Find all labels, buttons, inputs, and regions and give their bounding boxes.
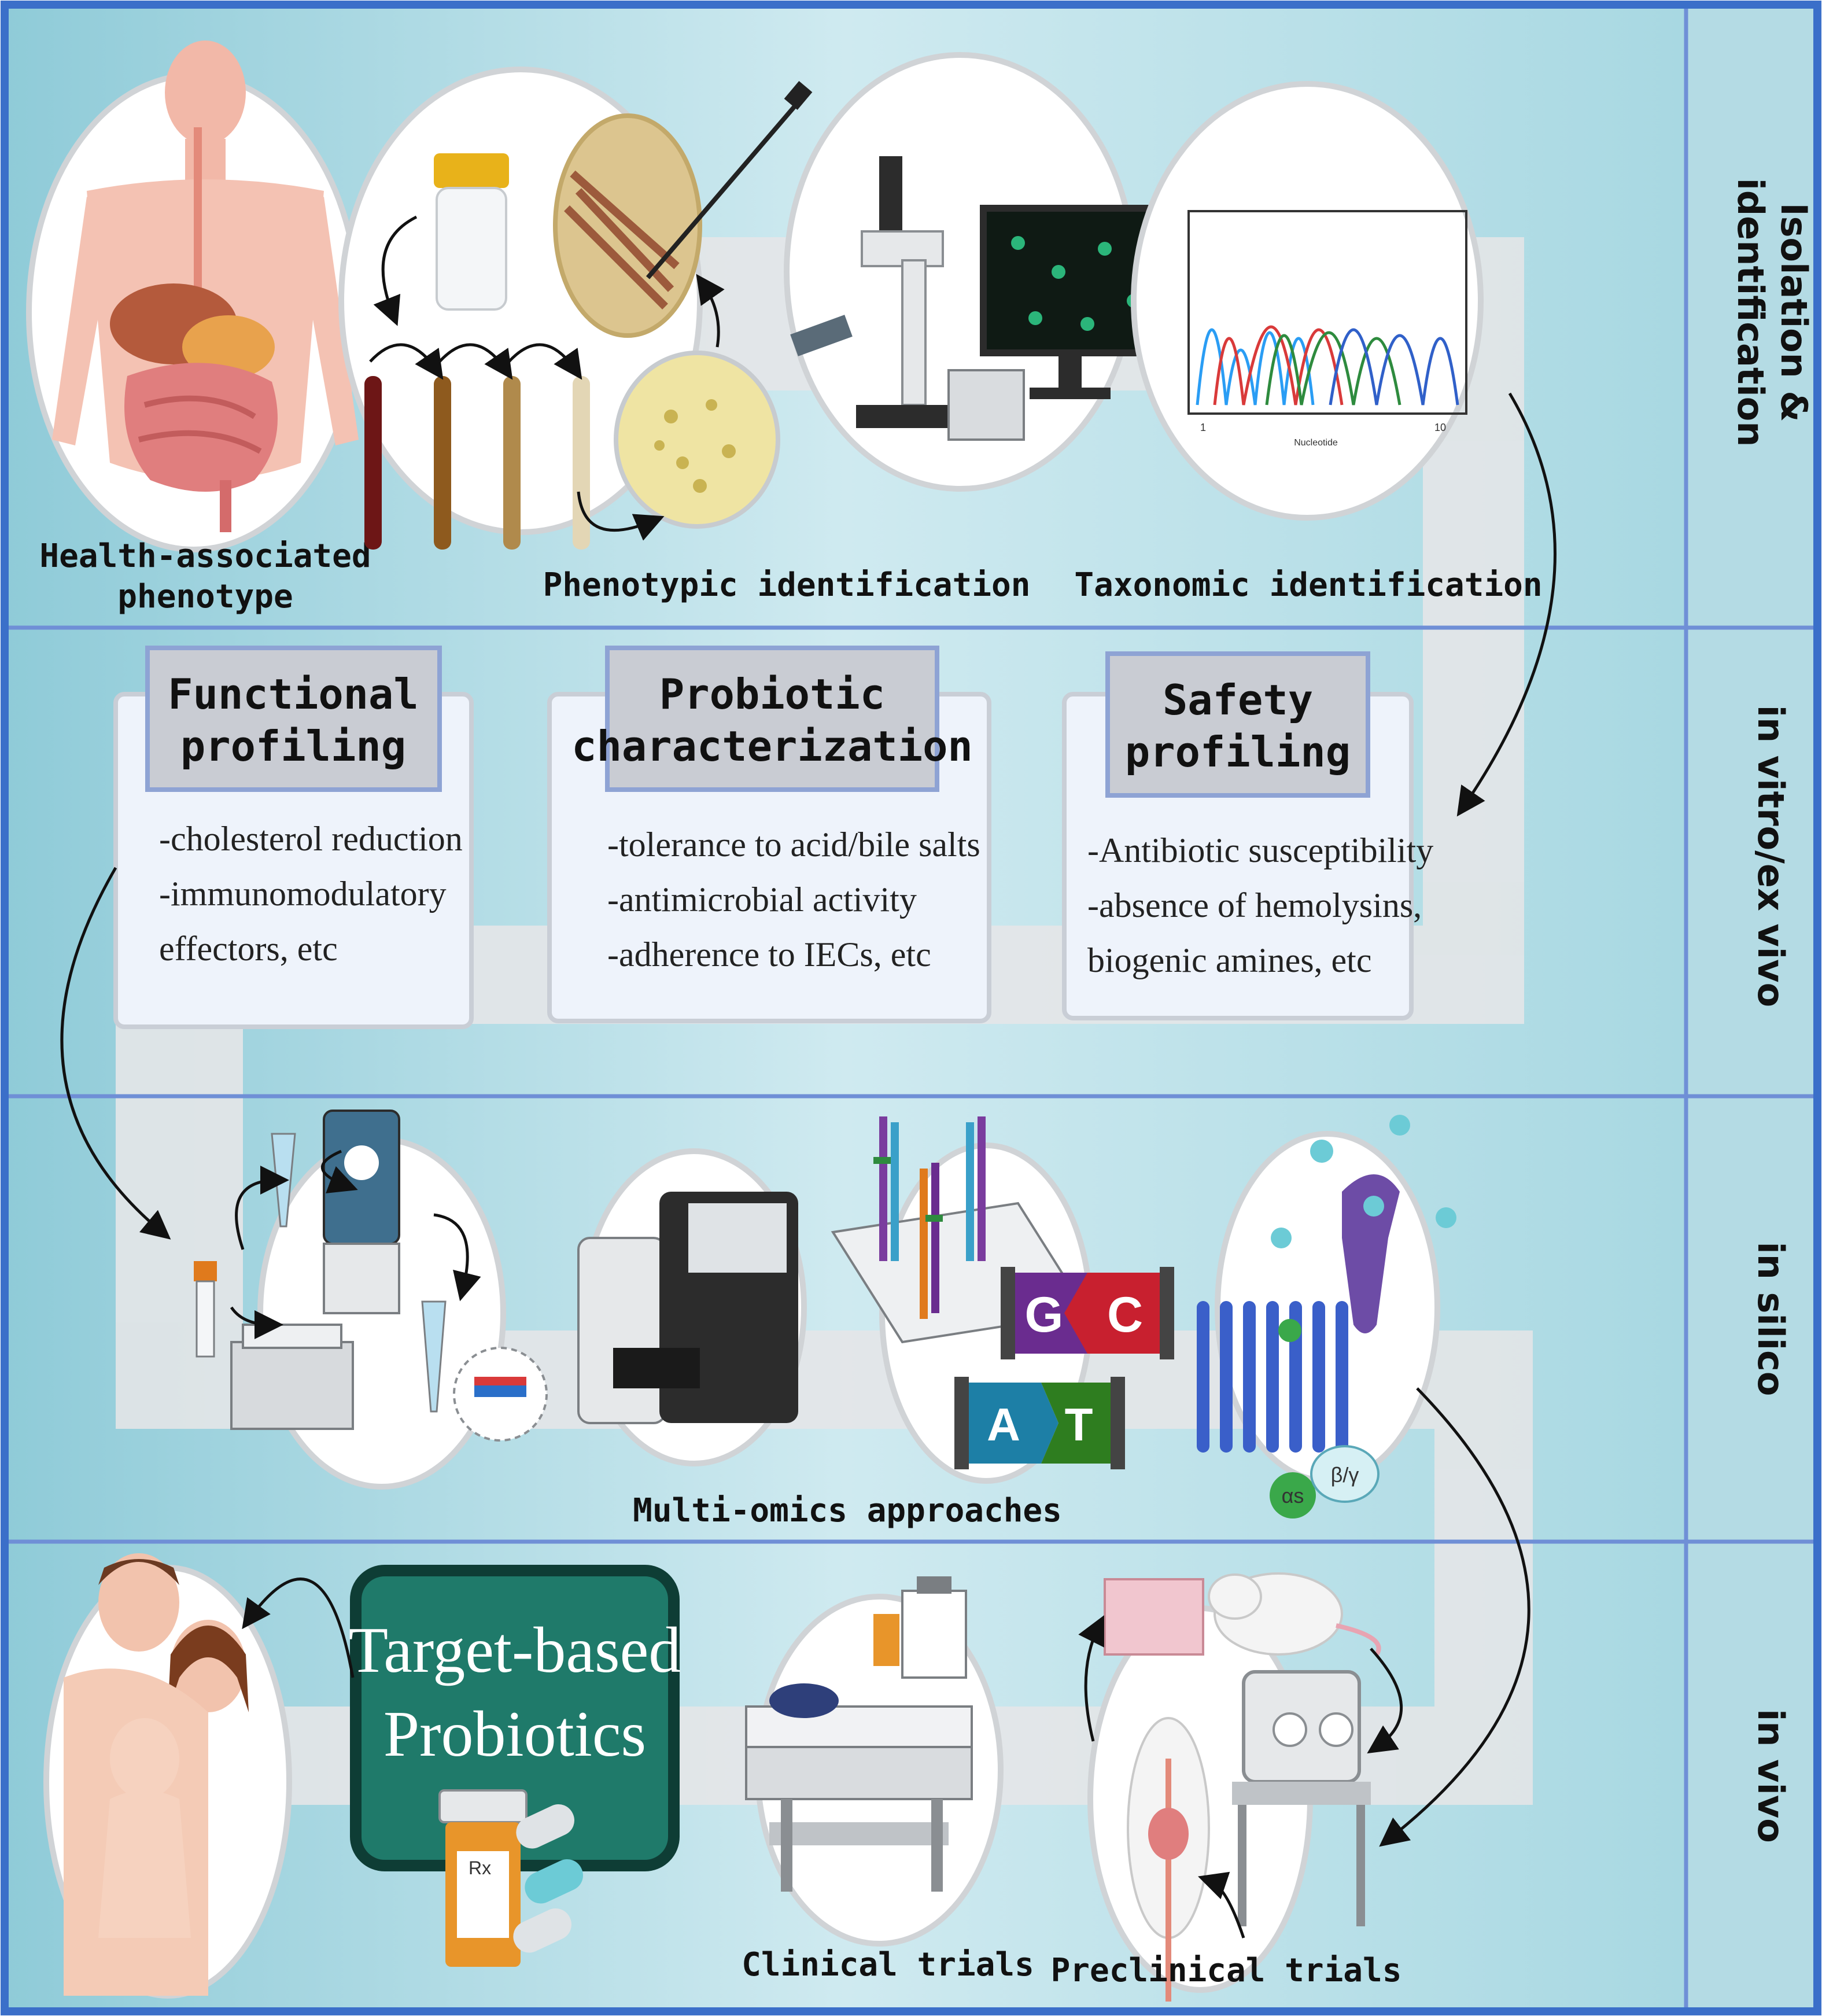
chromatogram-tick-start: 1	[1200, 422, 1206, 433]
chromatogram-axis-label: Nucleotide	[1294, 438, 1338, 448]
chromatogram-tick-end: 10	[1434, 422, 1446, 433]
arrow-receptor-to-preclinical	[1379, 1387, 1530, 1847]
probiotic-title-line2: characterization	[571, 722, 973, 771]
stage-label-isolation: Isolation &	[1773, 203, 1815, 422]
functional-title-line2: profiling	[180, 722, 406, 771]
caption-preclinical: Preclinical trials	[1051, 1952, 1402, 1989]
culture-illustration	[338, 67, 813, 550]
g-protein-alpha: αs	[1282, 1484, 1304, 1508]
arrow-functional-to-lab	[60, 867, 171, 1240]
nucleotide-g: G	[1025, 1287, 1064, 1343]
band-separators	[6, 6, 1816, 2010]
caption-phenotypic: Phenotypic identification	[543, 566, 1031, 604]
safety-bullet-1: -Antibiotic susceptibility	[1087, 831, 1433, 869]
probiotic-characterization-box: Probiotic characterization -tolerance to…	[547, 646, 991, 1023]
stage-label-identification: identification	[1729, 178, 1772, 447]
stage-label-in-silico: in silico	[1750, 1242, 1792, 1396]
nucleotide-a: A	[987, 1399, 1020, 1450]
functional-title-line1: Functional	[168, 670, 418, 718]
microscope-illustration	[784, 52, 1160, 492]
target-line2: Probiotics	[383, 1698, 646, 1770]
safety-profiling-box: Safety profiling -Antibiotic susceptibil…	[1062, 651, 1433, 1020]
row1-arrows	[369, 215, 1557, 817]
functional-bullet-1: -cholesterol reduction	[159, 820, 463, 858]
pill-bottle-illustration: Rx	[438, 1789, 583, 1967]
functional-profiling-box: Functional profiling -cholesterol reduct…	[113, 646, 474, 1029]
hospital-bed-illustration	[745, 1576, 1004, 1947]
caption-taxonomic: Taxonomic identification	[1074, 566, 1542, 604]
caption-clinical: Clinical trials	[742, 1946, 1034, 1984]
stage-label-in-vitro: in vitro/ex vivo	[1750, 705, 1792, 1007]
family-illustration	[43, 1553, 292, 1999]
functional-bullet-2: -immunomodulatory	[159, 875, 447, 913]
stage-label-in-vivo: in vivo	[1750, 1709, 1792, 1843]
arrow-board-to-family	[242, 1578, 355, 1678]
nucleotide-blocks: G C A T	[954, 1267, 1174, 1469]
safety-title-line1: Safety	[1163, 676, 1313, 724]
nucleotide-t: T	[1065, 1399, 1093, 1450]
safety-bullet-2: -absence of hemolysins,	[1087, 886, 1422, 924]
target-line1: Target-based	[349, 1615, 681, 1686]
row4-arrows	[1078, 1615, 1403, 1938]
sequencer-illustration	[577, 1148, 807, 1466]
mouse-illustration	[1087, 1572, 1381, 2002]
functional-bullet-3: effectors, etc	[159, 930, 338, 968]
chromatogram-illustration: 1 10 Nucleotide	[1131, 81, 1484, 521]
receptor-illustration: αs β/γ	[1197, 1115, 1456, 1519]
human-body-illustration	[26, 40, 362, 552]
probiotic-bullet-2: -antimicrobial activity	[607, 880, 917, 919]
probiotic-bullet-1: -tolerance to acid/bile salts	[607, 825, 980, 864]
stage-side-panel	[1686, 6, 1816, 2010]
probiotic-title-line1: Probiotic	[659, 670, 885, 718]
caption-health-line2: phenotype	[117, 578, 293, 616]
target-probiotics-board: Target-based Probiotics	[349, 1565, 681, 1871]
lab-equipment-illustration	[194, 1110, 548, 1490]
caption-health-line1: Health-associated	[39, 537, 371, 575]
row3-arrows	[230, 1149, 481, 1339]
probiotic-bullet-3: -adherence to IECs, etc	[607, 935, 931, 974]
g-protein-beta: β/γ	[1331, 1463, 1359, 1487]
rx-symbol: Rx	[469, 1857, 491, 1878]
safety-title-line2: profiling	[1125, 728, 1351, 776]
safety-bullet-3: biogenic amines, etc	[1087, 941, 1371, 979]
nucleotide-c: C	[1107, 1287, 1143, 1343]
caption-multiomics: Multi-omics approaches	[633, 1492, 1062, 1529]
